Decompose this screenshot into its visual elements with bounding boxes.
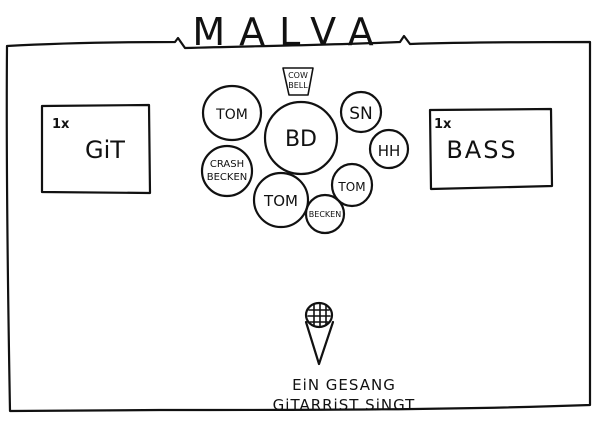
microphone-head bbox=[304, 301, 334, 329]
crash-cymbal: CRASH BECKEN bbox=[200, 144, 254, 198]
snare-drum-shell bbox=[339, 90, 383, 134]
crash-cymbal-label-line2: BECKEN bbox=[207, 172, 248, 183]
crash-cymbal-shell bbox=[200, 144, 254, 198]
cowbell-label-line2: BELL bbox=[288, 81, 308, 90]
hi-hat-label: HH bbox=[378, 142, 401, 160]
tom-right-shell bbox=[330, 162, 374, 208]
cymbal: BECKEN bbox=[304, 193, 346, 235]
snare-drum: SN bbox=[339, 90, 383, 134]
bass-drum: BD bbox=[263, 100, 339, 176]
cymbal-shell bbox=[304, 193, 346, 235]
floor-tom-shell bbox=[252, 171, 310, 229]
vocal-note-line2: GiTARRiST SiNGT bbox=[273, 396, 416, 414]
bass-amp-count: 1x bbox=[434, 117, 452, 132]
hi-hat-shell bbox=[368, 128, 410, 170]
bass-amp-label: BASS bbox=[446, 136, 517, 164]
cymbal-label: BECKEN bbox=[309, 210, 341, 219]
guitar-amp-box bbox=[40, 103, 152, 195]
drum-kit: COW BELL BD TOM SN HH CRASH BECKEN bbox=[200, 67, 410, 235]
bass-drum-label: BD bbox=[285, 127, 317, 152]
rack-tom-label: TOM bbox=[215, 107, 248, 123]
cowbell-shape bbox=[282, 67, 314, 96]
tom-right-label: TOM bbox=[337, 180, 365, 194]
cowbell-label-line1: COW bbox=[288, 71, 308, 80]
rack-tom: TOM bbox=[201, 84, 263, 142]
guitar-amp-count: 1x bbox=[52, 117, 70, 132]
guitar-amp-label: GiT bbox=[85, 136, 125, 164]
tom-right: TOM bbox=[330, 162, 374, 208]
floor-tom-label: TOM bbox=[263, 192, 298, 210]
bass-amp-box bbox=[428, 107, 554, 191]
cowbell: COW BELL bbox=[282, 67, 314, 96]
vocal-note-line1: EiN GESANG bbox=[292, 376, 396, 394]
crash-cymbal-label-line1: CRASH bbox=[210, 159, 244, 170]
stage-outline bbox=[5, 34, 592, 413]
snare-drum-label: SN bbox=[349, 104, 373, 124]
floor-tom: TOM bbox=[252, 171, 310, 229]
bass-drum-shell bbox=[263, 100, 339, 176]
vocal-microphone bbox=[304, 301, 335, 366]
microphone-body bbox=[304, 320, 335, 366]
bass-amp: 1x BASS bbox=[428, 107, 554, 191]
rack-tom-shell bbox=[201, 84, 263, 142]
hi-hat: HH bbox=[368, 128, 410, 170]
guitar-amp: 1x GiT bbox=[40, 103, 152, 195]
microphone-grille bbox=[307, 302, 331, 328]
